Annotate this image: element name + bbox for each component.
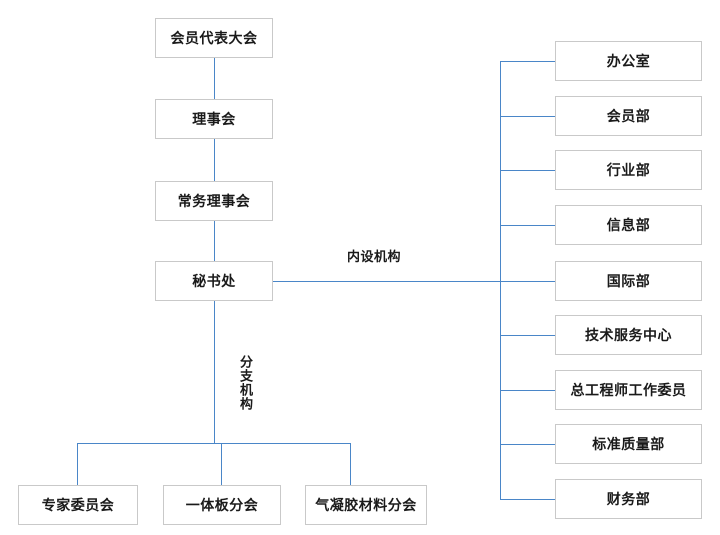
connector-assembly-to-council	[214, 57, 215, 99]
connector-drop-expert-committee	[77, 443, 78, 485]
connector-branch-office	[500, 61, 555, 62]
node-chief-engineer-committee[interactable]: 总工程师工作委员	[555, 370, 702, 410]
node-label: 会员代表大会	[170, 30, 258, 46]
connector-secretariat-to-internal-spine	[273, 281, 501, 282]
node-label: 专家委员会	[41, 497, 115, 513]
node-aerogel-materials-branch[interactable]: 气凝胶材料分会	[305, 485, 427, 525]
connector-branch-membership	[500, 116, 555, 117]
node-label: 财务部	[606, 491, 651, 507]
node-membership-dept[interactable]: 会员部	[555, 96, 702, 136]
node-member-assembly[interactable]: 会员代表大会	[155, 18, 273, 58]
node-council[interactable]: 理事会	[155, 99, 273, 139]
node-label: 秘书处	[192, 273, 236, 289]
node-expert-committee[interactable]: 专家委员会	[18, 485, 138, 525]
connector-drop-integrated-board	[221, 443, 222, 485]
connector-branch-international	[500, 281, 555, 282]
connector-branch-standards-quality	[500, 444, 555, 445]
connector-branch-chief-engineer	[500, 390, 555, 391]
node-tech-service-center[interactable]: 技术服务中心	[555, 315, 702, 355]
connector-council-to-standing-council	[214, 138, 215, 181]
node-integrated-board-branch[interactable]: 一体板分会	[163, 485, 281, 525]
node-finance-dept[interactable]: 财务部	[555, 479, 702, 519]
node-office[interactable]: 办公室	[555, 41, 702, 81]
node-standing-council[interactable]: 常务理事会	[155, 181, 273, 221]
connector-branch-information	[500, 225, 555, 226]
node-label: 会员部	[606, 108, 651, 124]
node-label: 一体板分会	[185, 497, 259, 513]
connector-branch-tech-service	[500, 335, 555, 336]
node-label: 办公室	[606, 53, 651, 69]
node-information-dept[interactable]: 信息部	[555, 205, 702, 245]
node-label: 气凝胶材料分会	[315, 497, 417, 513]
node-secretariat[interactable]: 秘书处	[155, 261, 273, 301]
node-label: 理事会	[192, 111, 236, 127]
node-standards-quality-dept[interactable]: 标准质量部	[555, 424, 702, 464]
connector-drop-aerogel-materials	[350, 443, 351, 485]
node-industry-dept[interactable]: 行业部	[555, 150, 702, 190]
node-label: 信息部	[606, 217, 651, 233]
node-label: 标准质量部	[592, 436, 665, 452]
node-label: 国际部	[606, 273, 651, 289]
connector-secretariat-to-branch-bar	[214, 300, 215, 444]
node-label: 总工程师工作委员	[570, 382, 687, 398]
connector-branch-industry	[500, 170, 555, 171]
branch-organizations-bar	[77, 443, 351, 444]
internal-departments-spine	[500, 61, 501, 499]
label-internal-departments: 内设机构	[343, 246, 406, 265]
label-branch-organizations: 分支机构	[238, 351, 253, 415]
node-international-dept[interactable]: 国际部	[555, 261, 702, 301]
connector-branch-finance	[500, 499, 555, 500]
node-label: 技术服务中心	[585, 327, 672, 343]
node-label: 行业部	[606, 162, 651, 178]
connector-standing-council-to-secretariat	[214, 220, 215, 262]
node-label: 常务理事会	[177, 193, 251, 209]
